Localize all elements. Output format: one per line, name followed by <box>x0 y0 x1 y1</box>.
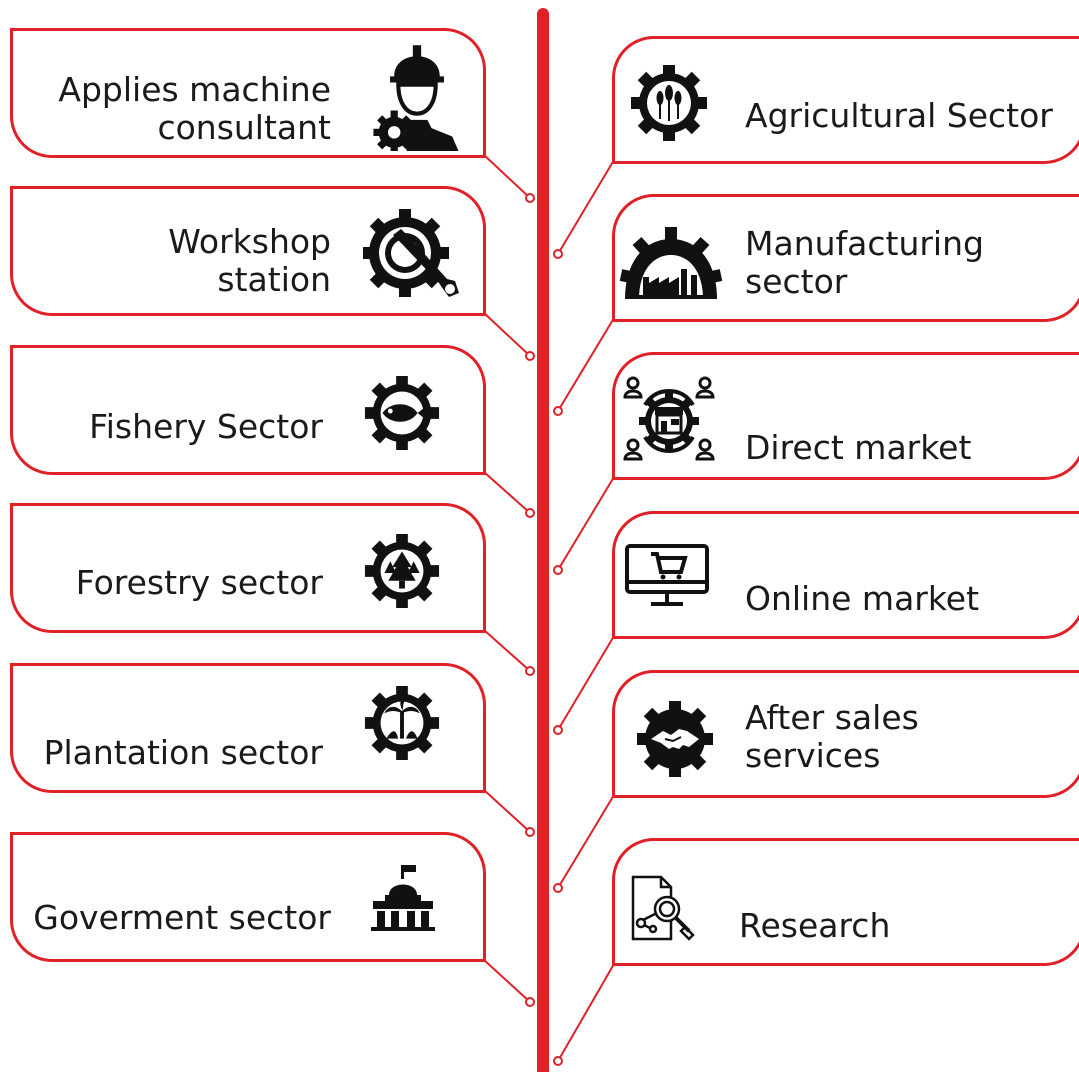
card-label: Manufacturing sector <box>745 224 984 301</box>
government-building-icon <box>371 865 435 931</box>
factory-gear-icon <box>619 225 723 299</box>
connector-line <box>557 159 615 255</box>
monitor-cart-icon <box>625 544 709 610</box>
connector-dot <box>525 666 535 676</box>
connector-dot <box>553 249 563 259</box>
connector-dot <box>525 351 535 361</box>
card-plantation-sector: Plantation sector <box>10 663 486 793</box>
palm-gear-icon <box>363 684 441 762</box>
card-forestry-sector: Forestry sector <box>10 503 486 633</box>
connector-dot <box>525 827 535 837</box>
card-workshop-station: Workshop station <box>10 186 486 316</box>
card-applies-machine-consultant: Applies machine consultant <box>10 28 486 158</box>
card-label: Online market <box>745 579 980 618</box>
card-label: Direct market <box>745 428 972 467</box>
card-label: Applies machine consultant <box>58 70 331 147</box>
card-direct-market: Direct market <box>612 352 1079 480</box>
connector-dot <box>553 1056 563 1066</box>
card-label: Fishery Sector <box>89 407 323 446</box>
connector-dot <box>553 565 563 575</box>
connector-line <box>483 629 531 672</box>
connector-line <box>483 789 531 833</box>
card-label: Research <box>739 906 891 945</box>
card-research: Research <box>612 838 1079 966</box>
wrench-gear-icon <box>363 209 463 305</box>
card-fishery-sector: Fishery Sector <box>10 345 486 475</box>
connector-line <box>557 317 615 412</box>
connector-line <box>483 154 531 199</box>
card-after-sales-services: After sales services <box>612 670 1079 798</box>
connector-dot <box>553 406 563 416</box>
card-manufacturing-sector: Manufacturing sector <box>612 194 1079 322</box>
card-online-market: Online market <box>612 511 1079 639</box>
wheat-gear-icon <box>629 63 709 143</box>
connector-line <box>557 794 615 889</box>
fish-gear-icon <box>363 374 441 452</box>
connector-line <box>557 635 615 731</box>
connector-line <box>557 476 615 571</box>
card-label: Workshop station <box>168 222 331 299</box>
connector-line <box>483 959 531 1003</box>
connector-dot <box>553 725 563 735</box>
connector-line <box>483 471 531 514</box>
card-label: Agricultural Sector <box>745 96 1053 135</box>
right-connector-lines <box>553 159 615 1066</box>
card-label: After sales services <box>745 698 919 775</box>
card-goverment-sector: Goverment sector <box>10 832 486 962</box>
connector-dot <box>553 883 563 893</box>
market-people-icon <box>623 375 715 467</box>
card-agricultural-sector: Agricultural Sector <box>612 36 1079 164</box>
card-label: Goverment sector <box>33 898 331 937</box>
connector-dot <box>525 193 535 203</box>
card-label: Plantation sector <box>43 733 323 772</box>
connector-line <box>483 312 531 357</box>
connector-dot <box>525 997 535 1007</box>
left-connector-lines <box>483 154 535 1007</box>
engineer-gear-icon <box>365 39 469 151</box>
connector-line <box>557 963 615 1062</box>
trees-gear-icon <box>363 532 441 610</box>
card-label: Forestry sector <box>75 563 323 602</box>
document-search-icon <box>631 875 711 943</box>
handshake-gear-icon <box>635 699 715 779</box>
connector-dot <box>525 508 535 518</box>
